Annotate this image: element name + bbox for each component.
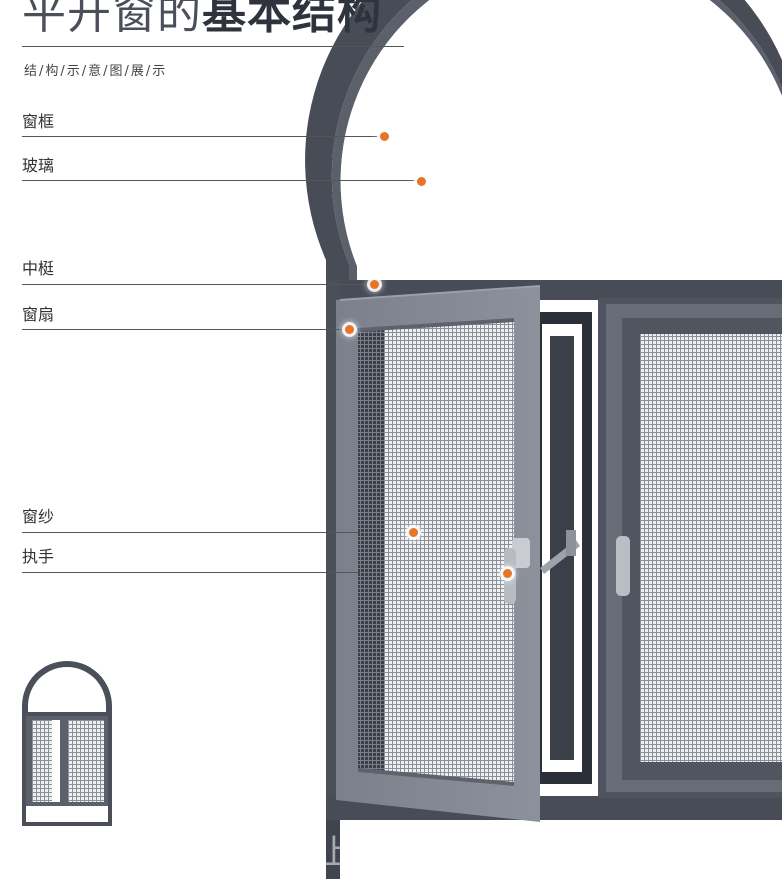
label-sash: 窗扇 — [22, 305, 55, 324]
label-screen: 窗纱 — [22, 507, 55, 526]
thumbnail-window — [22, 661, 112, 826]
fixed-pane-right — [598, 298, 782, 798]
label-glass: 玻璃 — [22, 156, 55, 175]
dot-frame — [380, 132, 389, 141]
leader-mullion — [22, 284, 370, 285]
label-handle: 执手 — [22, 547, 55, 566]
title-bold: 基本结构 — [202, 0, 382, 39]
leader-screen — [22, 532, 360, 533]
dot-glass — [417, 177, 426, 186]
page-title: 平开窗的基本结构 — [22, 0, 382, 42]
leader-glass — [22, 180, 420, 181]
open-sash — [336, 285, 541, 822]
dot-mullion — [370, 280, 379, 289]
leader-sash — [22, 329, 346, 330]
dot-sash — [345, 325, 354, 334]
leader-frame — [22, 136, 384, 137]
title-divider — [22, 46, 404, 47]
dot-screen — [409, 528, 418, 537]
main-frame — [326, 280, 782, 879]
title-light: 平开窗的 — [22, 0, 202, 39]
label-frame: 窗框 — [22, 112, 55, 131]
arch-frame — [305, 0, 782, 284]
dot-handle — [503, 569, 512, 578]
label-mullion: 中梃 — [22, 259, 55, 278]
watermark: 上 — [318, 833, 352, 873]
leader-handle — [22, 572, 360, 573]
arch-glass — [340, 0, 782, 284]
subtitle: 结/构/示/意/图/展/示 — [24, 64, 168, 79]
inner-open-sash — [536, 312, 592, 784]
